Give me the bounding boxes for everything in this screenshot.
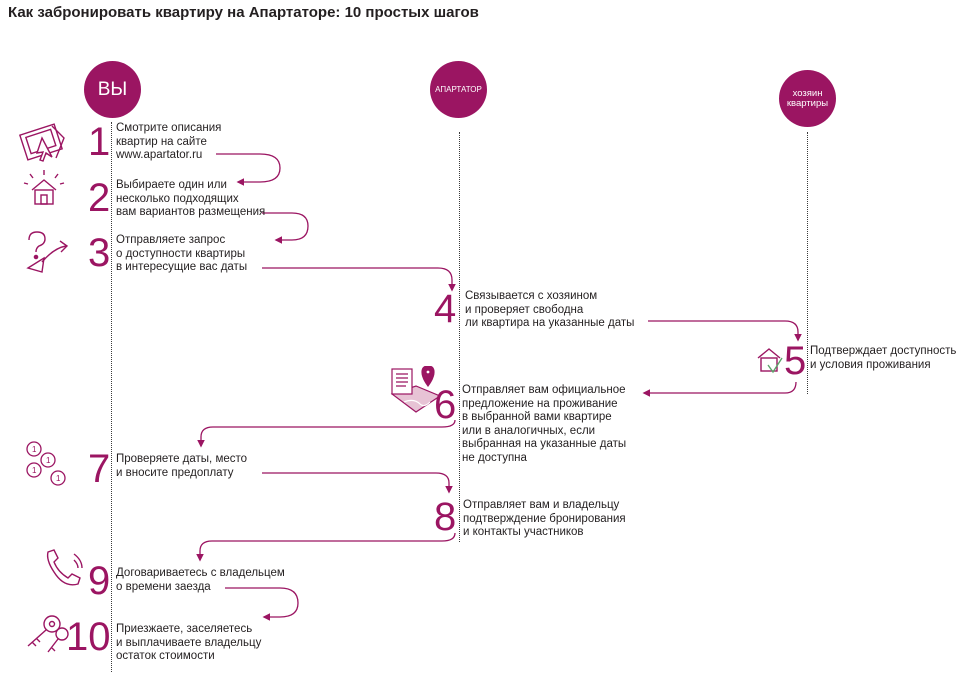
step-3-number: 3 <box>88 231 111 275</box>
step-5-number: 5 <box>784 339 807 383</box>
step-text-line: выбранная на указанные даты <box>462 438 627 450</box>
step-text-line: несколько подходящих <box>116 192 239 205</box>
document-map-icon <box>390 366 442 413</box>
step-text-line: в интересущие вас даты <box>116 261 248 273</box>
step-text-line: квартир на сайте <box>116 135 207 148</box>
page-title: Как забронировать квартиру на Апартаторе… <box>8 4 479 21</box>
step-text-line: и проверяет свободна <box>465 303 584 316</box>
lane-you-circle: ВЫ <box>84 61 141 118</box>
step-text-line: и условия проживания <box>810 358 931 371</box>
step-text-line: подтверждение бронирования <box>463 512 626 525</box>
step-text-line: вам вариантов размещения <box>116 206 266 218</box>
svg-text:1: 1 <box>56 474 61 483</box>
step-text-line: Смотрите описания <box>116 122 222 134</box>
step-text-line: Приезжаете, заселяетесь <box>116 623 253 635</box>
coins-icon: 1 1 1 1 <box>26 441 66 486</box>
arrow-5-6 <box>642 381 797 397</box>
arrow-7-8 <box>262 472 453 494</box>
step-text-line: о доступности квартиры <box>116 247 246 260</box>
keys-icon <box>27 615 69 653</box>
step-text-line: ли квартира на указанные даты <box>465 317 635 329</box>
step-text-line: и выплачиваете владельцу <box>116 636 262 649</box>
arrow-4-5 <box>648 320 802 342</box>
step-text-line: Подтверждает доступность <box>810 345 957 357</box>
arrow-8-9 <box>196 532 456 562</box>
arrow-1-2 <box>216 153 281 186</box>
step-text-line: и контакты участников <box>463 526 584 538</box>
lane-owner-label-1: хозяин <box>792 87 823 99</box>
step-6-number: 6 <box>434 383 457 427</box>
lane-owner-label-2: квартиры <box>786 97 829 109</box>
arrow-2-3 <box>262 212 309 244</box>
step-text-line: Связывается с хозяином <box>465 290 598 302</box>
svg-text:1: 1 <box>32 445 37 454</box>
step-text-line: Выбираете один или <box>116 179 227 191</box>
svg-text:1: 1 <box>46 456 51 465</box>
lane-you-label: ВЫ <box>97 78 128 100</box>
lane-owner-line <box>807 132 808 394</box>
step-text-line: Отправляет вам и владельцу <box>463 499 620 511</box>
step-text-line: Проверяете даты, место <box>116 453 248 465</box>
step-text-line: о времени заезда <box>116 580 211 593</box>
house-check-icon <box>757 348 783 374</box>
svg-text:1: 1 <box>32 466 37 475</box>
arrow-3-4 <box>262 267 456 292</box>
step-text-line: Договариваетесь с владельцем <box>116 567 285 579</box>
step-text-line: не доступна <box>462 451 527 464</box>
step-8-number: 8 <box>434 495 457 539</box>
house-sparkle-icon <box>23 170 65 205</box>
lane-aparator-line <box>459 132 460 542</box>
step-text-line: и вносите предоплату <box>116 466 234 479</box>
lane-owner-circle: хозяин квартиры <box>779 70 836 127</box>
step-7-number: 7 <box>88 447 111 491</box>
question-send-icon <box>26 231 69 273</box>
step-1-number: 1 <box>88 120 111 164</box>
arrow-9-10 <box>225 587 299 621</box>
step-text-line: остаток стоимости <box>116 650 215 662</box>
arrow-6-7 <box>197 419 456 448</box>
step-text-line: www.apartator.ru <box>116 149 203 161</box>
step-text-line: или в аналогичных, если <box>462 424 596 437</box>
lane-aparator-label: АПАРТАТОР <box>435 85 482 94</box>
step-text-line: Отправляет вам официальное <box>462 384 626 396</box>
step-text-line: Отправляете запрос <box>116 234 226 246</box>
window-cursor-icon <box>18 123 65 162</box>
step-2-number: 2 <box>88 176 111 220</box>
step-text-line: предложение на проживание <box>462 397 618 410</box>
lane-aparator-circle: АПАРТАТОР <box>430 61 487 118</box>
phone-icon <box>46 549 83 586</box>
step-text-line: в выбранной вами квартире <box>462 411 612 423</box>
step-10-number: 10 <box>66 615 111 659</box>
step-9-number: 9 <box>88 559 111 603</box>
step-4-number: 4 <box>434 287 457 331</box>
lane-you-line <box>111 122 112 672</box>
